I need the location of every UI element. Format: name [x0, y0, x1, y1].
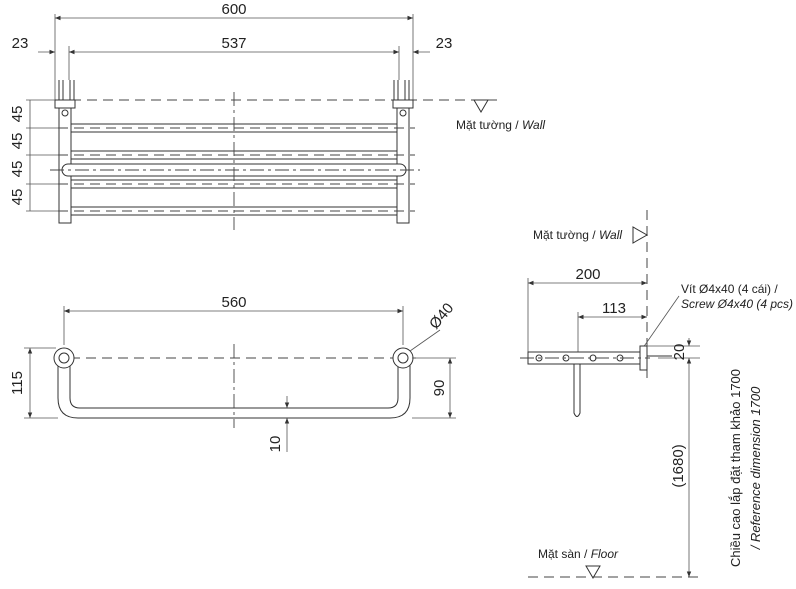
side-rail — [573, 363, 581, 417]
dim-depth: 200 — [575, 266, 600, 283]
reference-note-vi: Chiều cao lắp đặt tham khảo 1700 — [728, 369, 743, 567]
reference-note-en: / Reference dimension 1700 — [748, 386, 763, 550]
bracket-right — [392, 99, 414, 109]
dim-overall-width: 600 — [221, 1, 246, 18]
dim-offset: 20 — [671, 344, 688, 361]
dim-left-offset: 23 — [12, 35, 29, 52]
flange-left — [53, 347, 75, 369]
screw-left — [58, 80, 75, 100]
top-view: 600 537 23 23 Mặt tường / Wall — [9, 1, 545, 230]
wall-marker-icon — [473, 99, 489, 113]
wall-marker-side-icon — [632, 226, 649, 244]
dim-rail-height: 90 — [431, 380, 448, 397]
wall-label-top: Mặt tường / Wall — [456, 118, 545, 132]
dim-diameter: Ø40 — [426, 300, 457, 333]
screw-note-vi: Vít Ø4x40 (4 cái) / — [681, 282, 778, 296]
side-view: Mặt tường / Wall 200 113 Vít Ø4x40 (4 cá… — [520, 210, 793, 579]
dim-front-width: 560 — [221, 294, 246, 311]
dim-spacing-1: 45 — [9, 106, 26, 123]
screw-note-en: Screw Ø4x40 (4 pcs) — [681, 297, 793, 311]
front-view: 560 Ø40 115 90 10 — [9, 294, 457, 452]
floor-marker-icon — [585, 565, 601, 579]
dim-spacing-3: 45 — [9, 161, 26, 178]
dim-spacing-4: 45 — [9, 189, 26, 206]
dim-front-height: 115 — [9, 371, 26, 395]
floor-label: Mặt sàn / Floor — [538, 547, 619, 561]
wall-label-side: Mặt tường / Wall — [533, 228, 622, 242]
dim-tube: 10 — [267, 436, 284, 453]
dim-mount-depth: 113 — [602, 300, 626, 317]
towel-rail — [57, 358, 411, 419]
screw-right — [393, 80, 410, 100]
dim-right-offset: 23 — [436, 35, 453, 52]
bracket-left — [54, 99, 76, 109]
dim-spacing-2: 45 — [9, 133, 26, 150]
dim-bar-span: 537 — [221, 35, 246, 52]
dim-height: (1680) — [670, 444, 687, 487]
